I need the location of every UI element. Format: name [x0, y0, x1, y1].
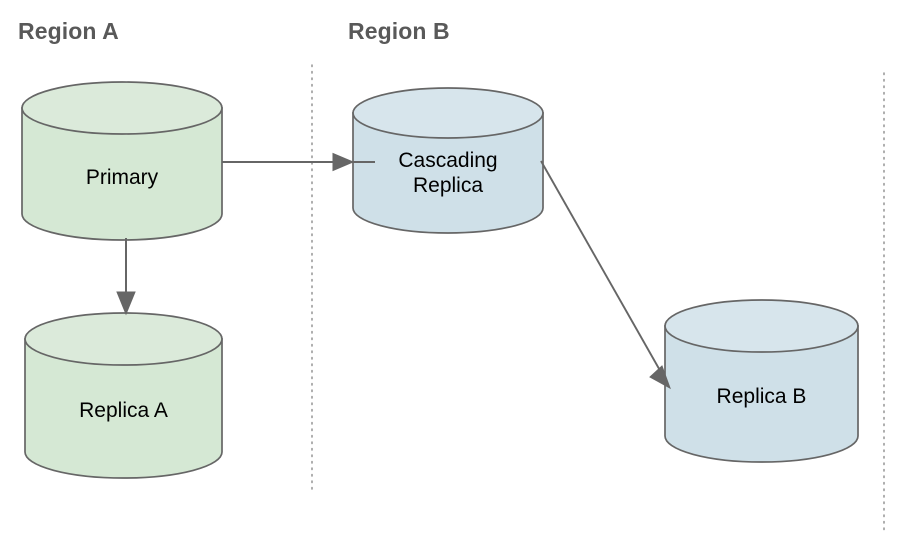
cascading-replica-top: [352, 87, 544, 139]
primary-top: [21, 81, 223, 135]
edge-primary-to-replica-a: [116, 238, 136, 316]
region-label-b: Region B: [348, 18, 450, 44]
edge-cascading-to-replica-b: [540, 160, 671, 390]
replica-a-top: [24, 312, 223, 366]
edge-primary-to-replica-a-arrowhead: [116, 291, 136, 316]
edge-cascading-to-replica-b-arrowhead: [649, 365, 671, 390]
node-label-replica-a: Replica A: [79, 399, 168, 422]
region-dividers: [311, 64, 885, 534]
node-label-replica-b: Replica B: [716, 385, 807, 408]
region-label-a: Region A: [18, 18, 119, 44]
node-label-primary: Primary: [85, 166, 159, 189]
edge-cascading-to-replica-b-line: [540, 160, 663, 375]
node-replica-a[interactable]: [24, 312, 223, 479]
edge-primary-to-cascading-arrowhead: [332, 152, 355, 172]
replica-b-body: [664, 325, 859, 463]
edge-primary-to-cascading: [222, 152, 375, 172]
cascading-replica-body: [352, 112, 544, 234]
replica-b-top: [664, 299, 859, 353]
node-primary[interactable]: [21, 81, 223, 241]
node-label-cascading-replica: Cascading Replica: [398, 149, 498, 197]
node-cascading-replica[interactable]: [352, 87, 544, 234]
node-replica-b[interactable]: [664, 299, 859, 463]
replica-a-body: [24, 338, 223, 479]
